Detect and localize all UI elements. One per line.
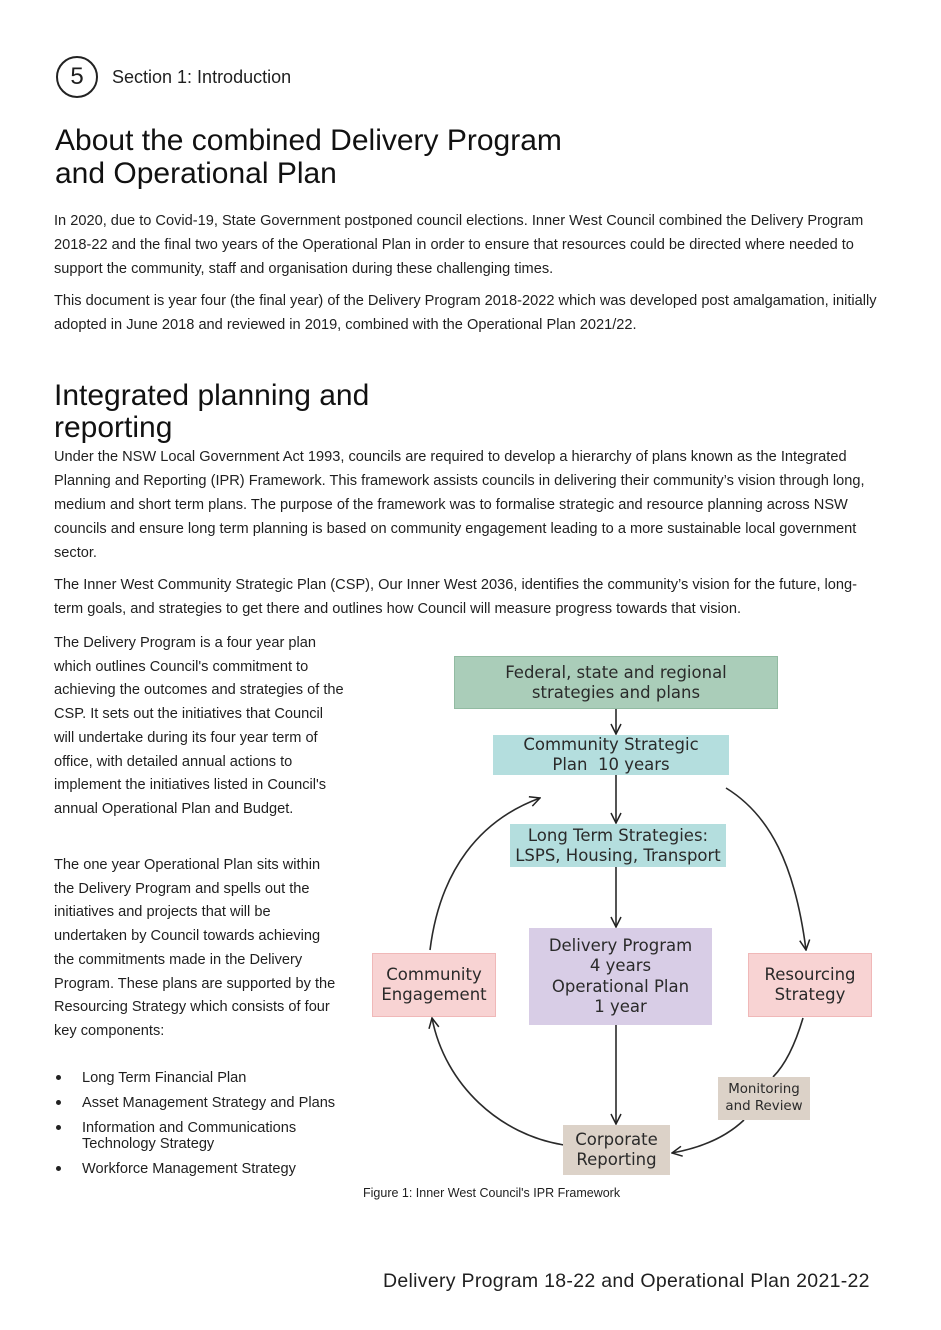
list-item: Workforce Management Strategy bbox=[54, 1161, 344, 1177]
monitoring-review-box: Monitoring and Review bbox=[718, 1077, 810, 1120]
ipr-paragraph-1: Under the NSW Local Government Act 1993,… bbox=[54, 449, 865, 561]
figure-caption: Figure 1: Inner West Council's IPR Frame… bbox=[363, 1186, 621, 1200]
box-text: and Review bbox=[725, 1098, 803, 1114]
box-text: 1 year bbox=[594, 997, 647, 1016]
ipr-framework-diagram: Federal, state and regional strategies a… bbox=[360, 640, 900, 1200]
bullet-icon bbox=[56, 1100, 61, 1105]
list-item-text: Long Term Financial Plan bbox=[82, 1070, 247, 1086]
box-text: LSPS, Housing, Transport bbox=[515, 845, 721, 865]
box-text: Strategy bbox=[774, 985, 846, 1004]
box-text: Reporting bbox=[576, 1150, 657, 1169]
box-text: 4 years bbox=[589, 956, 652, 975]
list-item: Information and Communications Technolog… bbox=[54, 1120, 344, 1152]
arc-csp-to-resourcing bbox=[725, 787, 806, 950]
section-label: Section 1: Introduction bbox=[112, 66, 292, 87]
box-text: Delivery Program bbox=[548, 935, 693, 955]
about-heading: About the combined Delivery Program and … bbox=[55, 124, 655, 190]
box-text: strategies and plans bbox=[531, 682, 701, 702]
about-heading-line2: and Operational Plan bbox=[55, 157, 337, 190]
delivery-program-paragraph: The Delivery Program is a four year plan… bbox=[54, 635, 344, 817]
resourcing-components-list: Long Term Financial Plan Asset Managemen… bbox=[54, 1070, 344, 1186]
box-text: Community bbox=[386, 964, 482, 984]
federal-state-regional-box: Federal, state and regional strategies a… bbox=[454, 656, 778, 709]
box-text: Long Term Strategies: bbox=[527, 825, 709, 845]
box-text: Operational Plan bbox=[551, 976, 690, 996]
list-item: Long Term Financial Plan bbox=[54, 1070, 344, 1086]
corporate-reporting-box: Corporate Reporting bbox=[563, 1125, 670, 1175]
list-item: Asset Management Strategy and Plans bbox=[54, 1095, 344, 1111]
arc-resourcing-to-monitoring bbox=[772, 1017, 804, 1078]
box-text: Resourcing bbox=[764, 964, 856, 984]
bullet-icon bbox=[56, 1075, 61, 1080]
list-item-text: Workforce Management Strategy bbox=[82, 1161, 296, 1177]
community-strategic-plan-box: Community Strategic Plan 10 years bbox=[493, 735, 729, 775]
list-item-text: Asset Management Strategy and Plans bbox=[82, 1095, 336, 1111]
community-engagement-box: Community Engagement bbox=[372, 953, 496, 1017]
ipr-heading-line1: Integrated planning and bbox=[54, 379, 370, 412]
bullet-icon bbox=[56, 1166, 61, 1171]
bullet-icon bbox=[56, 1125, 61, 1130]
resourcing-strategy-box: Resourcing Strategy bbox=[748, 953, 872, 1017]
ipr-paragraph-2: The Inner West Community Strategic Plan … bbox=[54, 577, 858, 617]
ipr-heading: Integrated planning and reporting bbox=[54, 380, 474, 444]
box-text: Engagement bbox=[381, 985, 487, 1004]
delivery-program-box: Delivery Program 4 years Operational Pla… bbox=[529, 928, 712, 1025]
box-text: Monitoring bbox=[728, 1082, 800, 1097]
page-footer: Delivery Program 18-22 and Operational P… bbox=[383, 1270, 870, 1292]
box-text: Federal, state and regional bbox=[505, 662, 727, 682]
operational-plan-paragraph: The one year Operational Plan sits withi… bbox=[54, 857, 336, 1039]
list-item-text: Information and Communications Technolog… bbox=[82, 1120, 297, 1152]
arc-reporting-to-engagement bbox=[432, 1018, 565, 1146]
box-text: Corporate bbox=[575, 1129, 658, 1149]
section-header: 5 Section 1: Introduction bbox=[56, 56, 291, 98]
long-term-strategies-box: Long Term Strategies: LSPS, Housing, Tra… bbox=[510, 824, 726, 867]
page-number: 5 bbox=[56, 56, 98, 98]
box-text: Community Strategic bbox=[523, 735, 699, 754]
ipr-heading-line2: reporting bbox=[54, 411, 173, 444]
diagram-connectors bbox=[360, 709, 900, 1200]
arc-engagement-to-csp bbox=[429, 798, 540, 951]
box-text: Plan 10 years bbox=[552, 755, 670, 774]
arc-monitoring-to-reporting bbox=[672, 1119, 745, 1153]
about-paragraph-2: This document is year four (the final ye… bbox=[54, 293, 877, 333]
about-heading-line1: About the combined Delivery Program bbox=[55, 124, 562, 157]
about-paragraph-1: In 2020, due to Covid-19, State Governme… bbox=[54, 213, 864, 277]
